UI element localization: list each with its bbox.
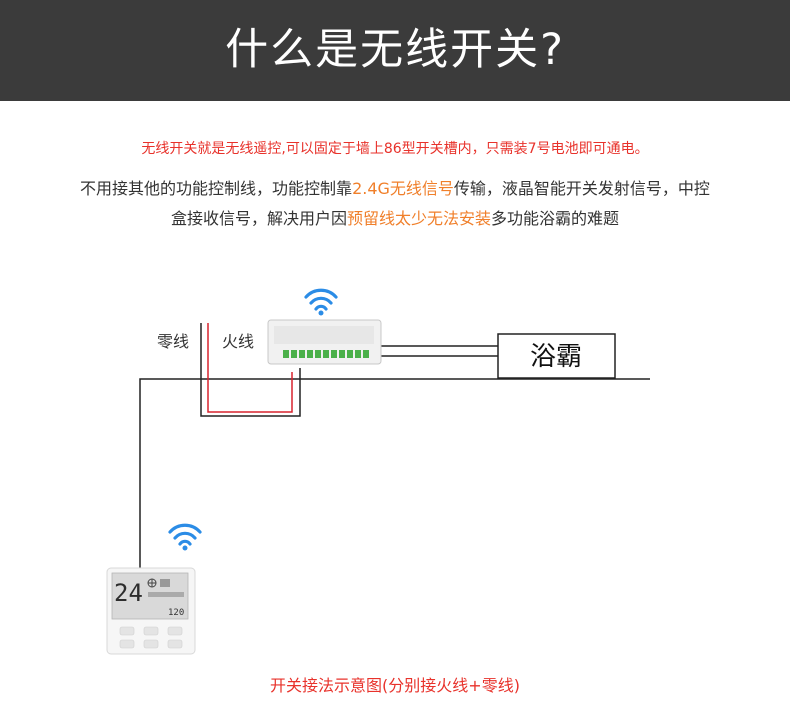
diagram-caption: 开关接法示意图(分别接火线+零线) [270,676,520,695]
description-line-2: 盒接收信号，解决用户因预留线太少无法安装多功能浴霸的难题 [20,209,770,229]
panel-buttons [119,626,183,649]
lcd-segment [160,579,170,587]
panel-button-4 [119,639,135,649]
live-wire [207,323,293,413]
title-banner: 什么是无线开关? [0,0,790,101]
wifi-icon [304,288,338,316]
wiring [139,323,650,568]
panel-button-2 [143,626,159,636]
neutral-wire-drop [200,323,301,417]
bath-heater-label: 浴霸 [530,342,582,372]
desc-line1-part-b: 传输，液晶智能开关发射信号，中控 [453,179,710,198]
receiver-module [267,319,382,365]
page-title: 什么是无线开关? [225,25,565,75]
wiring-diagram: 零线 火线 浴霸 [106,288,650,655]
desc-line1-highlight: 2.4G无线信号 [352,179,454,198]
smart-switch-panel: 24 120 [106,567,196,655]
desc-line2-highlight: 预留线太少无法安装 [346,209,491,228]
lcd-small-readout: 120 [168,608,184,618]
panel-button-6 [167,639,183,649]
red-note-text: 无线开关就是无线遥控,可以固定于墙上86型开关槽内，只需装7号电池即可通电。 [141,141,649,157]
receiver-terminals [283,350,369,358]
panel-button-1 [119,626,135,636]
neutral-wire-label: 零线 [157,332,189,351]
desc-line2-part-b: 多功能浴霸的难题 [491,209,620,228]
description-line-1: 不用接其他的功能控制线，功能控制靠2.4G无线信号传输，液晶智能开关发射信号，中… [20,179,770,199]
panel-button-3 [167,626,183,636]
neutral-wire [139,378,650,568]
bath-heater-box [497,333,616,379]
live-wire-label: 火线 [222,332,254,351]
panel-button-5 [143,639,159,649]
desc-line2-part-a: 盒接收信号，解决用户因 [170,209,347,228]
desc-line1-part-a: 不用接其他的功能控制线，功能控制靠 [80,179,353,198]
fan-icon [147,578,157,588]
lcd-bar [148,592,184,597]
wifi-icon-panel [168,523,202,551]
lcd-temperature: 24 [114,579,143,607]
